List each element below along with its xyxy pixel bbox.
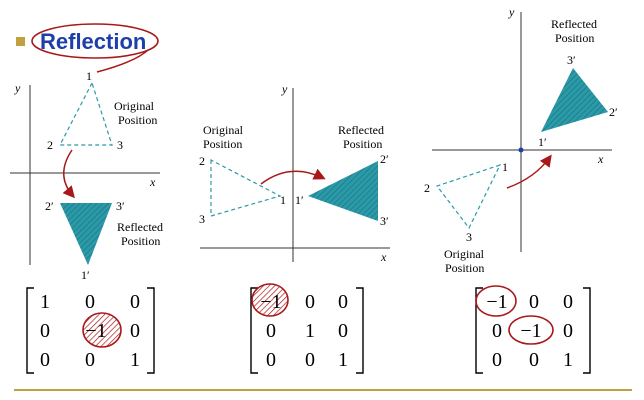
matrix-cell: 0 (40, 320, 50, 342)
matrix-cell: 1 (305, 320, 315, 342)
matrix-cell: 1 (338, 349, 348, 371)
y-axis-label: y (508, 5, 515, 19)
vertex-label-2: 2 (47, 138, 53, 152)
reflected-position-label: Reflected Position (551, 17, 600, 45)
left-bracket (250, 287, 258, 374)
reflected-vertex-label-3: 3′ (380, 214, 389, 228)
matrix-cell: 0 (85, 349, 95, 371)
y-axis-label: y (281, 82, 288, 96)
matrix-cell: −1 (85, 320, 106, 342)
vertex-label-3: 3 (117, 138, 123, 152)
matrix-cell: 0 (492, 349, 502, 371)
reflected-triangle (308, 161, 378, 221)
matrix-cell: 0 (338, 291, 348, 313)
reflected-triangle (60, 203, 112, 265)
diagram-reflect-y-axis: y x 2 3 1 Original Position 1′ 2′ 3′ Ref… (199, 82, 390, 264)
matrix-cell: 0 (85, 291, 95, 313)
matrix-cell: 0 (40, 349, 50, 371)
x-axis-label: x (380, 250, 387, 264)
matrix-cell: −1 (486, 291, 507, 313)
y-axis-label: y (14, 81, 21, 95)
right-bracket (147, 287, 155, 374)
reflected-vertex-label-1: 1′ (81, 268, 90, 282)
original-position-label: Original Position (444, 247, 487, 275)
vertex-label-3: 3 (199, 212, 205, 226)
x-axis-label: x (149, 175, 156, 189)
matrix-cell: −1 (520, 320, 541, 342)
matrix-cell: 1 (563, 349, 573, 371)
matrix-cell: 0 (266, 320, 276, 342)
reflected-triangle (541, 68, 608, 132)
reflected-vertex-label-3: 3′ (567, 53, 576, 67)
reflection-arrow (506, 154, 552, 189)
left-bracket (475, 287, 483, 374)
reflected-position-label: Reflected Position (338, 123, 387, 151)
matrix-cell: 1 (130, 349, 140, 371)
reflected-vertex-label-1: 1′ (295, 193, 304, 207)
matrix-cell: 0 (130, 291, 140, 313)
annotation-circle (475, 285, 517, 317)
reflected-vertex-label-2: 2′ (380, 152, 389, 166)
matrix-reflect-x-axis: 1 0 0 0 −1 0 0 0 1 (26, 287, 155, 374)
right-bracket (356, 287, 364, 374)
matrix-cell: 0 (305, 349, 315, 371)
vertex-label-2: 2 (199, 154, 205, 168)
left-bracket (26, 287, 34, 374)
matrix-cell: 0 (563, 291, 573, 313)
matrix-cell: 0 (305, 291, 315, 313)
matrix-cell: 0 (563, 320, 573, 342)
reflected-position-label: Reflected Position (117, 220, 166, 248)
original-triangle (436, 163, 502, 230)
matrix-cell: 0 (130, 320, 140, 342)
vertex-label-1: 1 (502, 160, 508, 174)
right-bracket (583, 287, 591, 374)
reflected-vertex-label-1: 1′ (538, 135, 547, 149)
matrix-cell: 1 (40, 291, 50, 313)
original-triangle (210, 159, 282, 217)
matrix-cell: 0 (338, 320, 348, 342)
vertex-label-1: 1 (86, 69, 92, 83)
matrix-cell: 0 (529, 291, 539, 313)
annotation-circle (508, 315, 554, 345)
title-annotation-circle (31, 23, 159, 59)
vertex-label-2: 2 (424, 181, 430, 195)
origin-point (518, 147, 524, 153)
title-bullet (16, 37, 25, 46)
original-triangle (59, 81, 113, 146)
reflected-vertex-label-2: 2′ (45, 199, 54, 213)
matrix-cell: 0 (529, 349, 539, 371)
vertex-label-1: 1 (280, 193, 286, 207)
matrix-reflect-y-axis: −1 0 0 0 1 0 0 0 1 (250, 283, 364, 374)
annotation-circle (82, 312, 122, 348)
vertex-label-3: 3 (466, 230, 472, 244)
diagram-reflect-x-axis: y x 1 2 3 Original Position 2′ 3′ 1′ Ref… (10, 69, 166, 282)
matrix-cell: −1 (260, 291, 281, 313)
matrix-reflect-origin: −1 0 0 0 −1 0 0 0 1 (475, 285, 591, 374)
title-annotation-tail (96, 49, 149, 73)
original-position-label: Original Position (203, 123, 246, 151)
diagram-reflect-origin: y x 3′ 2′ 1′ Reflected Position 1 2 3 Or… (424, 5, 618, 275)
slide-title: Reflection (40, 29, 146, 54)
annotation-circle (251, 283, 289, 317)
reflected-vertex-label-3: 3′ (116, 199, 125, 213)
x-axis-label: x (597, 152, 604, 166)
reflection-arrow (260, 168, 326, 185)
original-position-label: Original Position (114, 99, 157, 127)
reflection-arrow (62, 149, 75, 199)
reflected-vertex-label-2: 2′ (609, 105, 618, 119)
matrix-cell: 0 (266, 349, 276, 371)
matrix-cell: 0 (492, 320, 502, 342)
